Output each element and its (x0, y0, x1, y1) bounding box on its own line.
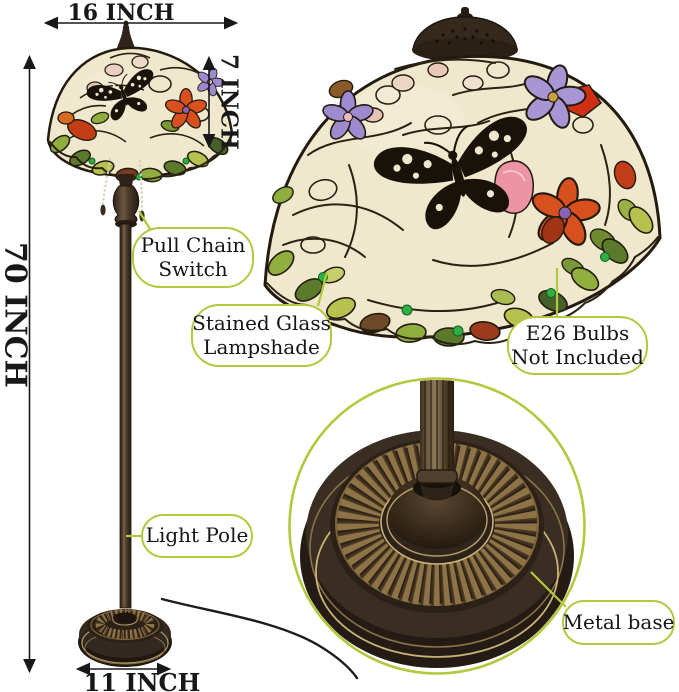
glass-bead (182, 157, 190, 165)
pull-chain-switch-callout: Pull Chain Switch (132, 227, 254, 288)
shade-width-dimension-label: 16 INCH (67, 0, 175, 26)
pull-chain-switch-line1: Pull Chain (140, 232, 246, 257)
stained-glass-shade-big (263, 54, 662, 347)
metal-base-pointer (530, 571, 567, 608)
stained-glass-shade-small (46, 46, 234, 183)
glass-bead (600, 252, 610, 262)
lamp-neck (112, 174, 140, 228)
lampshade-pointer (316, 271, 329, 307)
base-width-dimension-label: 11 INCH (83, 668, 201, 692)
pull-chain-pointer (138, 210, 151, 230)
shade-cap (412, 7, 518, 62)
lamp-height-dimension-label: 70 INCH (0, 242, 33, 388)
e26-bulbs-line2: Not Included (511, 344, 644, 369)
dimension-arrows-under (23, 16, 239, 674)
glass-bead (546, 288, 556, 298)
pull-chain-switch-line2: Switch (158, 256, 228, 281)
power-cord (160, 597, 359, 680)
glass-bead (452, 325, 464, 337)
e26-bulbs-callout: E26 Bulbs Not Included (507, 316, 648, 375)
light-pole-label: Light Pole (145, 523, 249, 548)
shade-height-dimension-label: 7 INCH (215, 54, 243, 150)
glass-bead (88, 157, 96, 165)
metal-base-label: Metal base (562, 609, 675, 634)
big-lampshade-illustration (263, 7, 662, 347)
stained-glass-line1: Stained Glass (192, 310, 331, 335)
inset-circle-outline (288, 377, 586, 675)
stained-glass-lampshade-callout: Stained Glass Lampshade (191, 304, 332, 367)
metal-base-callout: Metal base (562, 600, 675, 645)
lamp-base-small (78, 609, 172, 667)
light-pole-callout: Light Pole (141, 514, 253, 558)
e26-bulbs-line1: E26 Bulbs (525, 320, 630, 345)
dimension-arrows-over (75, 55, 216, 676)
metal-base-inset (288, 377, 586, 675)
glass-bead (401, 304, 413, 316)
stained-glass-line2: Lampshade (203, 334, 320, 359)
callout-pointer-lines (126, 210, 567, 608)
floor-lamp-illustration (46, 20, 234, 667)
light-pole (119, 223, 132, 609)
inset-pole (416, 380, 458, 501)
